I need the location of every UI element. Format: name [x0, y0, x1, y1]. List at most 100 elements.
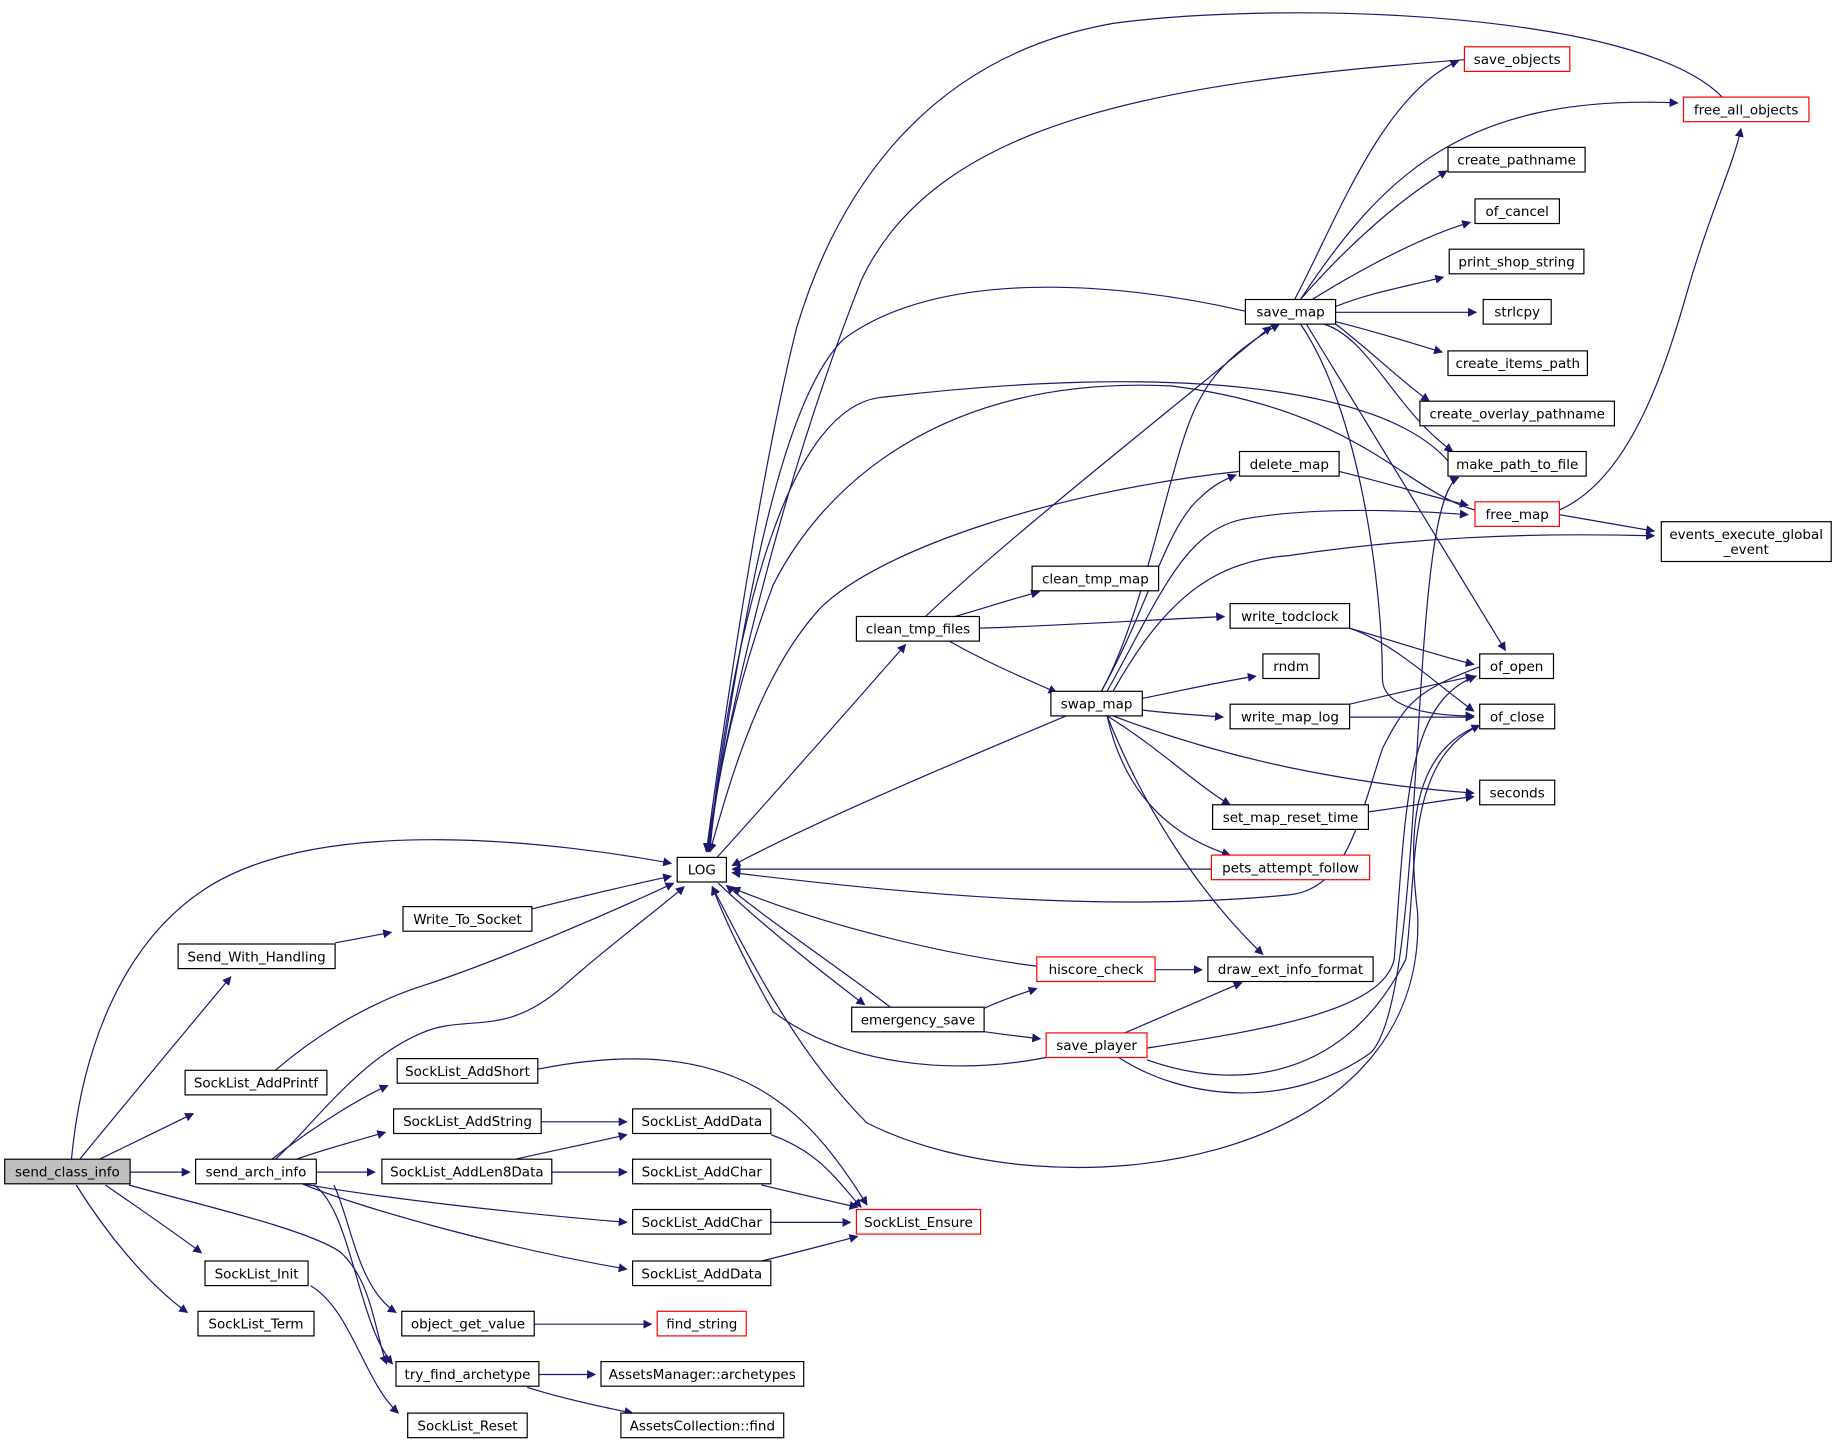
node-emergency_save[interactable]: emergency_save	[851, 1006, 985, 1033]
node-SockList_Init[interactable]: SockList_Init	[204, 1260, 309, 1287]
node-try_find_archetype[interactable]: try_find_archetype	[395, 1360, 540, 1387]
node-create_overlay_pathname[interactable]: create_overlay_pathname	[1419, 400, 1616, 427]
node-SockList_Ensure[interactable]: SockList_Ensure	[855, 1208, 982, 1235]
node-box[interactable]	[1031, 565, 1160, 592]
node-box[interactable]	[1419, 400, 1616, 427]
node-box[interactable]	[1479, 779, 1556, 806]
node-box[interactable]	[1229, 602, 1351, 629]
node-free_map[interactable]: free_map	[1474, 501, 1561, 527]
node-box[interactable]	[631, 1208, 772, 1235]
node-box[interactable]	[197, 1310, 315, 1337]
node-box[interactable]	[204, 1260, 309, 1287]
node-box[interactable]	[184, 1069, 328, 1096]
node-Write_To_Socket[interactable]: Write_To_Socket	[402, 905, 533, 932]
node-delete_map[interactable]: delete_map	[1238, 450, 1340, 477]
node-box[interactable]	[631, 1158, 772, 1185]
node-box[interactable]	[1050, 690, 1143, 717]
node-box[interactable]	[855, 615, 981, 642]
node-box[interactable]	[1447, 350, 1588, 377]
node-box[interactable]	[1238, 450, 1340, 477]
node-box[interactable]	[1207, 956, 1374, 983]
node-save_player[interactable]: save_player	[1045, 1032, 1148, 1059]
node-box[interactable]	[1244, 298, 1337, 325]
node-SockList_AddData_1[interactable]: SockList_AddData	[631, 1108, 772, 1135]
node-box[interactable]	[600, 1360, 805, 1387]
node-AssetsManager_archetypes[interactable]: AssetsManager::archetypes	[600, 1360, 805, 1387]
node-LOG[interactable]: LOG	[676, 856, 728, 883]
node-box[interactable]	[1463, 46, 1571, 72]
node-make_path_to_file[interactable]: make_path_to_file	[1447, 450, 1587, 477]
node-SockList_AddData_2[interactable]: SockList_AddData	[631, 1260, 772, 1287]
node-box[interactable]	[1482, 298, 1552, 325]
node-of_close[interactable]: of_close	[1479, 703, 1556, 730]
node-AssetsCollection_find[interactable]: AssetsCollection::find	[620, 1412, 785, 1439]
node-rndm[interactable]: rndm	[1262, 653, 1320, 680]
node-write_todclock[interactable]: write_todclock	[1229, 602, 1351, 629]
node-SockList_AddChar_2[interactable]: SockList_AddChar	[631, 1208, 772, 1235]
node-find_string[interactable]: find_string	[656, 1310, 747, 1337]
node-box[interactable]	[1229, 703, 1351, 730]
node-box[interactable]	[393, 1108, 542, 1135]
node-box[interactable]	[1447, 146, 1586, 173]
node-draw_ext_info_format[interactable]: draw_ext_info_format	[1207, 956, 1374, 983]
node-hiscore_check[interactable]: hiscore_check	[1036, 956, 1156, 983]
node-box[interactable]	[1660, 521, 1832, 563]
node-SockList_AddString[interactable]: SockList_AddString	[393, 1108, 542, 1135]
node-save_map[interactable]: save_map	[1244, 298, 1337, 325]
node-set_map_reset_time[interactable]: set_map_reset_time	[1211, 804, 1369, 830]
node-box[interactable]	[177, 943, 336, 970]
node-box[interactable]	[395, 1360, 540, 1387]
node-box[interactable]	[195, 1158, 317, 1185]
node-events_execute_global_event[interactable]: events_execute_global_event	[1660, 521, 1832, 563]
node-SockList_AddChar_1[interactable]: SockList_AddChar	[631, 1158, 772, 1185]
node-SockList_AddLen8Data[interactable]: SockList_AddLen8Data	[381, 1158, 553, 1185]
node-send_arch_info[interactable]: send_arch_info	[195, 1158, 317, 1185]
node-SockList_AddPrintf[interactable]: SockList_AddPrintf	[184, 1069, 328, 1096]
node-box[interactable]	[1447, 450, 1587, 477]
node-box[interactable]	[402, 905, 533, 932]
node-print_shop_string[interactable]: print_shop_string	[1448, 248, 1585, 275]
node-create_pathname[interactable]: create_pathname	[1447, 146, 1586, 173]
node-save_objects[interactable]: save_objects	[1463, 46, 1571, 72]
node-box[interactable]	[1211, 804, 1369, 830]
node-Send_With_Handling[interactable]: Send_With_Handling	[177, 943, 336, 970]
node-swap_map[interactable]: swap_map	[1050, 690, 1143, 717]
node-SockList_AddShort[interactable]: SockList_AddShort	[396, 1057, 539, 1084]
node-SockList_Reset[interactable]: SockList_Reset	[407, 1412, 528, 1439]
node-object_get_value[interactable]: object_get_value	[401, 1310, 535, 1337]
node-box[interactable]	[851, 1006, 985, 1033]
node-of_open[interactable]: of_open	[1479, 653, 1555, 680]
node-box[interactable]	[4, 1158, 131, 1185]
node-box[interactable]	[1448, 248, 1585, 275]
node-seconds[interactable]: seconds	[1479, 779, 1556, 806]
node-pets_attempt_follow[interactable]: pets_attempt_follow	[1210, 854, 1371, 881]
node-box[interactable]	[631, 1260, 772, 1287]
node-box[interactable]	[656, 1310, 747, 1337]
node-clean_tmp_files[interactable]: clean_tmp_files	[855, 615, 981, 642]
node-send_class_info[interactable]: send_class_info	[4, 1158, 131, 1185]
node-box[interactable]	[381, 1158, 553, 1185]
node-box[interactable]	[1682, 96, 1810, 123]
node-box[interactable]	[1045, 1032, 1148, 1059]
node-box[interactable]	[676, 856, 728, 883]
node-box[interactable]	[1474, 501, 1561, 527]
node-box[interactable]	[855, 1208, 982, 1235]
node-box[interactable]	[1262, 653, 1320, 680]
node-write_map_log[interactable]: write_map_log	[1229, 703, 1351, 730]
node-SockList_Term[interactable]: SockList_Term	[197, 1310, 315, 1337]
node-box[interactable]	[1036, 956, 1156, 983]
node-free_all_objects[interactable]: free_all_objects	[1682, 96, 1810, 123]
node-box[interactable]	[407, 1412, 528, 1439]
node-create_items_path[interactable]: create_items_path	[1447, 350, 1588, 377]
node-box[interactable]	[1479, 653, 1555, 680]
node-of_cancel[interactable]: of_cancel	[1474, 198, 1561, 225]
node-box[interactable]	[396, 1057, 539, 1084]
node-box[interactable]	[1479, 703, 1556, 730]
node-box[interactable]	[401, 1310, 535, 1337]
node-strlcpy[interactable]: strlcpy	[1482, 298, 1552, 325]
node-clean_tmp_map[interactable]: clean_tmp_map	[1031, 565, 1160, 592]
node-box[interactable]	[620, 1412, 785, 1439]
node-box[interactable]	[1474, 198, 1561, 225]
node-box[interactable]	[1210, 854, 1371, 881]
node-box[interactable]	[631, 1108, 772, 1135]
